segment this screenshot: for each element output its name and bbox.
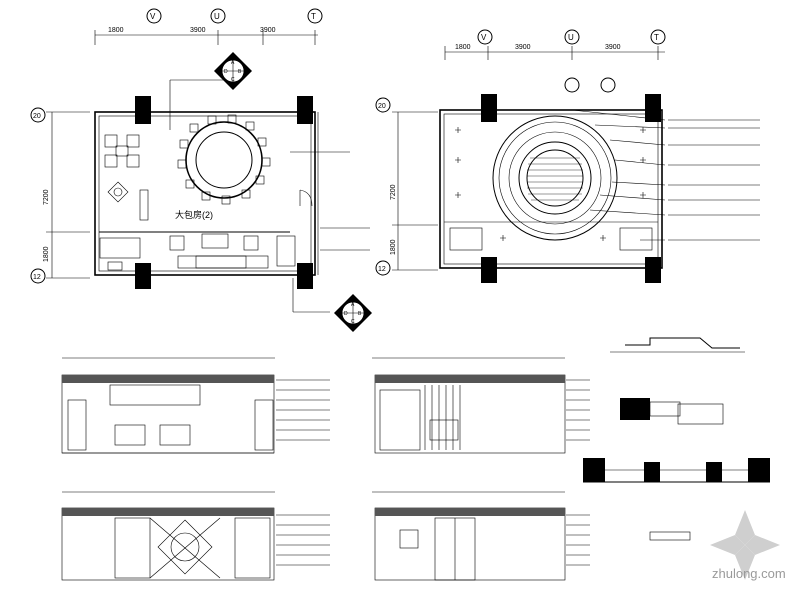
axis-bubble-u: U [214,12,220,21]
axis-bubble-u: U [568,33,574,42]
dim-side-2: 1800 [43,246,50,262]
ceiling-plan-right: 1800 3900 3900 V U T 7200 1800 20 12 [375,29,760,283]
floor-plan-left: 1800 3900 3900 V U T 7200 1800 20 12 [30,8,372,332]
svg-text:A: A [351,302,355,308]
axis-bubble-20: 20 [33,113,41,120]
axis-bubble-12: 12 [378,266,386,273]
watermark-text: zhulong.com [712,566,786,581]
svg-text:D: D [344,311,348,317]
axis-bubble-v: V [481,33,487,42]
svg-text:D: D [224,69,228,75]
svg-text:A: A [231,60,235,66]
room-label: 大包房(2) [175,209,213,220]
elevation-1 [61,357,330,454]
axis-bubble-12: 12 [33,274,41,281]
elevation-tag-top: A B C D [214,52,252,90]
dim-side-1: 7200 [390,184,397,200]
dim-top-1: 1800 [108,27,124,34]
svg-text:B: B [358,311,362,317]
dim-top-3: 3900 [260,27,276,34]
dim-side-1: 7200 [43,189,50,205]
elevation-3 [61,491,330,581]
dim-top-2: 3900 [190,27,206,34]
svg-text:C: C [231,77,235,83]
dim-top-2: 3900 [515,44,531,51]
axis-bubble-v: V [150,12,156,21]
axis-bubble-t: T [654,33,659,42]
watermark-logo [710,510,780,580]
dim-top-3: 3900 [605,44,621,51]
svg-text:C: C [351,319,355,325]
detail-sections [583,337,770,541]
elevation-2 [372,357,590,454]
axis-bubble-t: T [311,12,316,21]
svg-text:B: B [238,69,242,75]
axis-bubble-20: 20 [378,103,386,110]
elevation-tag-bottom: A B C D [334,294,372,332]
elevation-4 [372,491,590,581]
dim-side-2: 1800 [390,239,397,255]
dim-top-1: 1800 [455,44,471,51]
